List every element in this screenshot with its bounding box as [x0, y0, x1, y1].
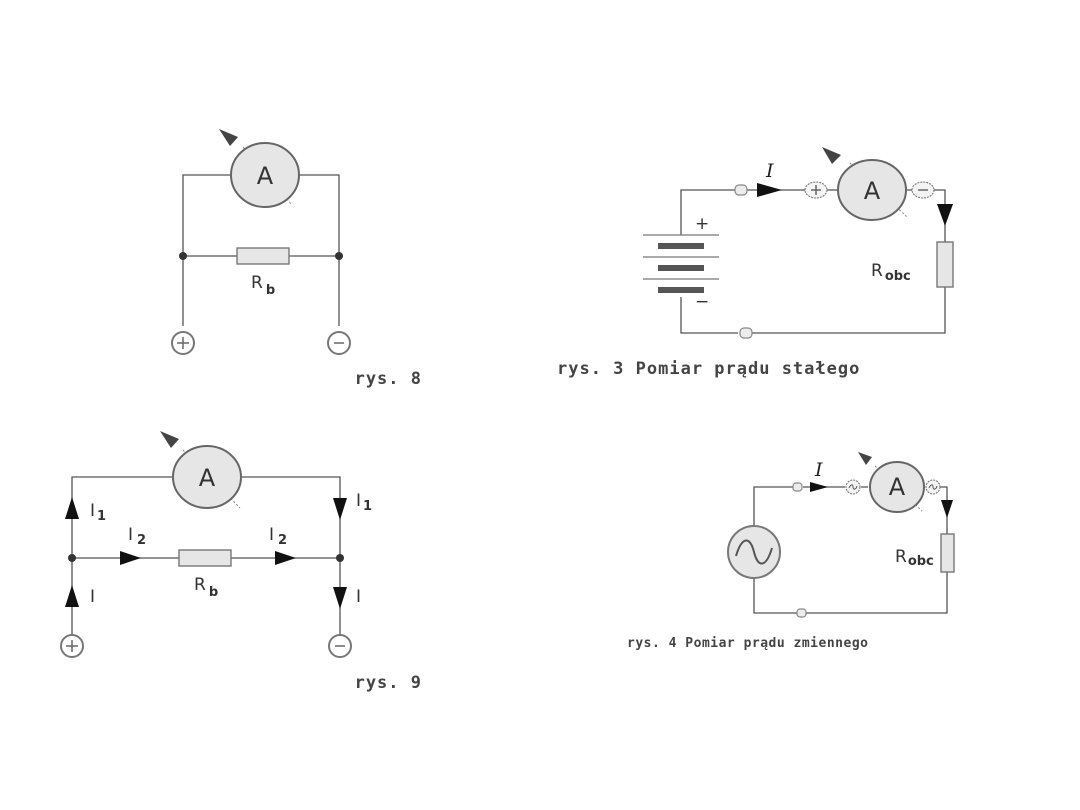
ammeter-body: [230, 142, 300, 208]
wire-left-top: [182, 174, 232, 326]
wire-source-top: [753, 486, 795, 526]
ammeter: A: [219, 129, 300, 208]
caption-rys8: rys. 8: [355, 369, 422, 389]
current-label: I: [814, 459, 823, 481]
wire-right: [240, 476, 341, 634]
resistor-label: Robc: [895, 547, 934, 569]
wire-right-top: [298, 174, 340, 326]
current-i-arrow-down-icon: [333, 587, 347, 609]
ammeter: A: [858, 452, 925, 513]
junction-node-right: [335, 252, 343, 260]
junction-node-left: [68, 554, 76, 562]
current-arrow-down-icon: [937, 204, 953, 226]
resistor-rb: [236, 247, 290, 265]
current-i-arrow-up-icon: [65, 585, 79, 607]
ammeter-label: A: [199, 464, 216, 492]
wire-left: [71, 476, 174, 634]
current-i1-arrow-up-icon: [65, 497, 79, 519]
ac-source-icon: [727, 525, 781, 579]
terminal-node-bottom: [739, 327, 753, 339]
wire-battery-top: [680, 189, 735, 235]
ammeter-body: [172, 445, 242, 509]
current-arrow-down-icon: [941, 500, 953, 518]
wire-bottom-left: [753, 578, 797, 614]
terminal-minus: [328, 634, 352, 658]
ammeter: A: [160, 431, 242, 509]
ammeter-minus-terminal: [911, 181, 935, 199]
ammeter-plus-terminal: [804, 181, 828, 199]
ammeter-body: [869, 461, 925, 513]
ammeter-label: A: [864, 177, 881, 205]
current-arrow-icon: [810, 482, 828, 492]
resistor-robc: [936, 241, 954, 288]
ammeter-ac-terminal-right: [925, 479, 941, 495]
diagram-rys4: I A Robc rys. 4 Pomiar prądu zmiennego: [627, 452, 955, 651]
ammeter-ac-terminal-left: [845, 479, 861, 495]
ammeter-needle-arrow-icon: [822, 147, 841, 164]
current-i2-arrow-right-icon: [275, 551, 296, 565]
current-arrow-icon: [757, 183, 782, 197]
junction-node-left: [179, 252, 187, 260]
resistor-robc: [940, 533, 955, 573]
terminal-plus: [171, 331, 195, 355]
wire-bottom-right: [752, 287, 946, 334]
current-i1-arrow-down-icon: [333, 498, 347, 520]
wire-bottom-left: [680, 297, 738, 334]
resistor-rb: [178, 549, 232, 567]
caption-rys4: rys. 4 Pomiar prądu zmiennego: [627, 636, 868, 651]
wire-bottom-right: [805, 572, 948, 614]
ammeter: A: [822, 147, 909, 221]
current-i-label-right: I: [356, 587, 361, 607]
ammeter-label: A: [257, 162, 274, 190]
battery-icon: [643, 234, 719, 293]
terminal-node-bottom: [796, 608, 807, 618]
ammeter-needle-arrow-icon: [160, 431, 179, 448]
caption-rys9: rys. 9: [355, 673, 422, 693]
diagram-rys3: I + − A R: [557, 147, 954, 379]
terminal-plus: [60, 634, 84, 658]
ammeter-needle-arrow-icon: [858, 452, 872, 465]
current-label: I: [765, 160, 774, 182]
terminal-minus: [327, 331, 351, 355]
wire-to-resistor: [940, 486, 948, 534]
terminal-node-top: [734, 184, 748, 196]
caption-rys3: rys. 3 Pomiar prądu stałego: [557, 359, 860, 379]
ammeter-needle-arrow-icon: [219, 129, 238, 146]
battery-plus-label: +: [695, 214, 709, 234]
battery-minus-label: −: [695, 292, 709, 312]
ammeter-label: A: [889, 473, 906, 501]
junction-node-right: [336, 554, 344, 562]
terminal-node-top: [792, 482, 803, 492]
current-i-label-left: I: [90, 587, 95, 607]
ammeter-body: [837, 159, 907, 221]
current-i2-arrow-left-icon: [120, 551, 141, 565]
